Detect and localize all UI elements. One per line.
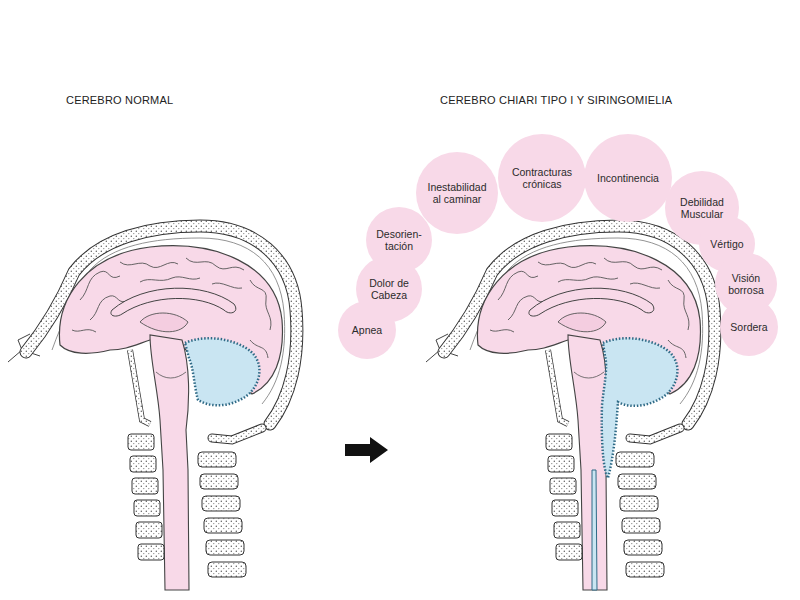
- symptom-text: Inestabilidad al caminar: [422, 181, 492, 205]
- symptom-bubble: Inestabilidad al caminar: [416, 152, 498, 234]
- syrinx: [592, 470, 597, 590]
- normal-brain: [8, 226, 297, 590]
- panel-heading: CEREBRO CHIARI TIPO I Y SIRINGOMIELIA: [440, 94, 672, 106]
- cerebellum: [185, 338, 259, 405]
- symptom-text: Vértigo: [710, 238, 743, 250]
- chiari-brain: [426, 226, 715, 590]
- symptom-text: Desorien- tación: [373, 228, 425, 252]
- symptom-text: Visión borrosa: [722, 272, 770, 296]
- symptom-bubble: Sordera: [720, 298, 778, 356]
- symptom-text: Incontinencia: [597, 172, 659, 184]
- symptom-bubble: Desorien- tación: [366, 207, 432, 273]
- symptom-text: Contracturas crónicas: [505, 166, 579, 190]
- herniated-cerebellum: [602, 338, 678, 478]
- symptom-text: Sordera: [730, 321, 767, 333]
- symptom-bubble: Incontinencia: [584, 134, 672, 222]
- transition-arrow: [345, 437, 388, 463]
- panel-heading: CEREBRO NORMAL: [66, 94, 173, 106]
- symptom-text: Dolor de Cabeza: [363, 277, 415, 301]
- symptom-text: Debilidad Muscular: [674, 196, 730, 220]
- symptom-bubble: Contracturas crónicas: [498, 134, 586, 222]
- symptom-text: Apnea: [352, 324, 382, 336]
